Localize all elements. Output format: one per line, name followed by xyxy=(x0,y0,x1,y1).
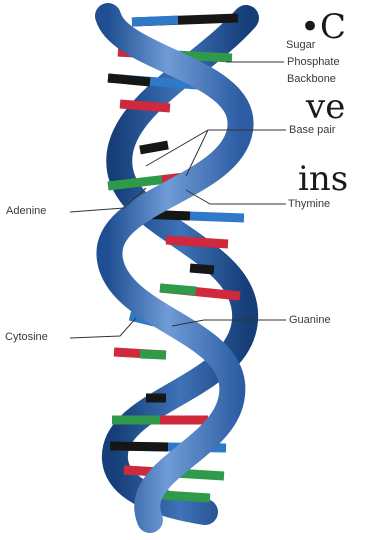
label-adenine: Adenine xyxy=(6,205,46,217)
label-thymine: Thymine xyxy=(288,198,330,210)
label-backbone: Backbone xyxy=(287,73,336,85)
label-base-pair: Base pair xyxy=(289,124,335,136)
base-pair-4 xyxy=(120,104,170,108)
label-guanine: Guanine xyxy=(289,314,331,326)
slide-text-ins: ins xyxy=(298,162,348,196)
base-pair-3b xyxy=(108,78,150,82)
base-pair-12b xyxy=(140,354,166,355)
slide-text-ve: ve xyxy=(306,90,345,124)
base-pair-9 xyxy=(190,268,214,270)
base-pair-15b xyxy=(110,446,168,447)
label-cytosine: Cytosine xyxy=(5,331,48,343)
leader-cytosine xyxy=(70,318,136,338)
base-pair-5 xyxy=(140,145,168,150)
base-pair-10b xyxy=(160,288,196,291)
leader-thymine xyxy=(186,190,286,204)
label-phosphate: Phosphate xyxy=(287,56,340,68)
base-pair-8 xyxy=(166,240,228,244)
base-pair-1b xyxy=(132,20,178,22)
label-sugar: Sugar xyxy=(286,39,315,51)
